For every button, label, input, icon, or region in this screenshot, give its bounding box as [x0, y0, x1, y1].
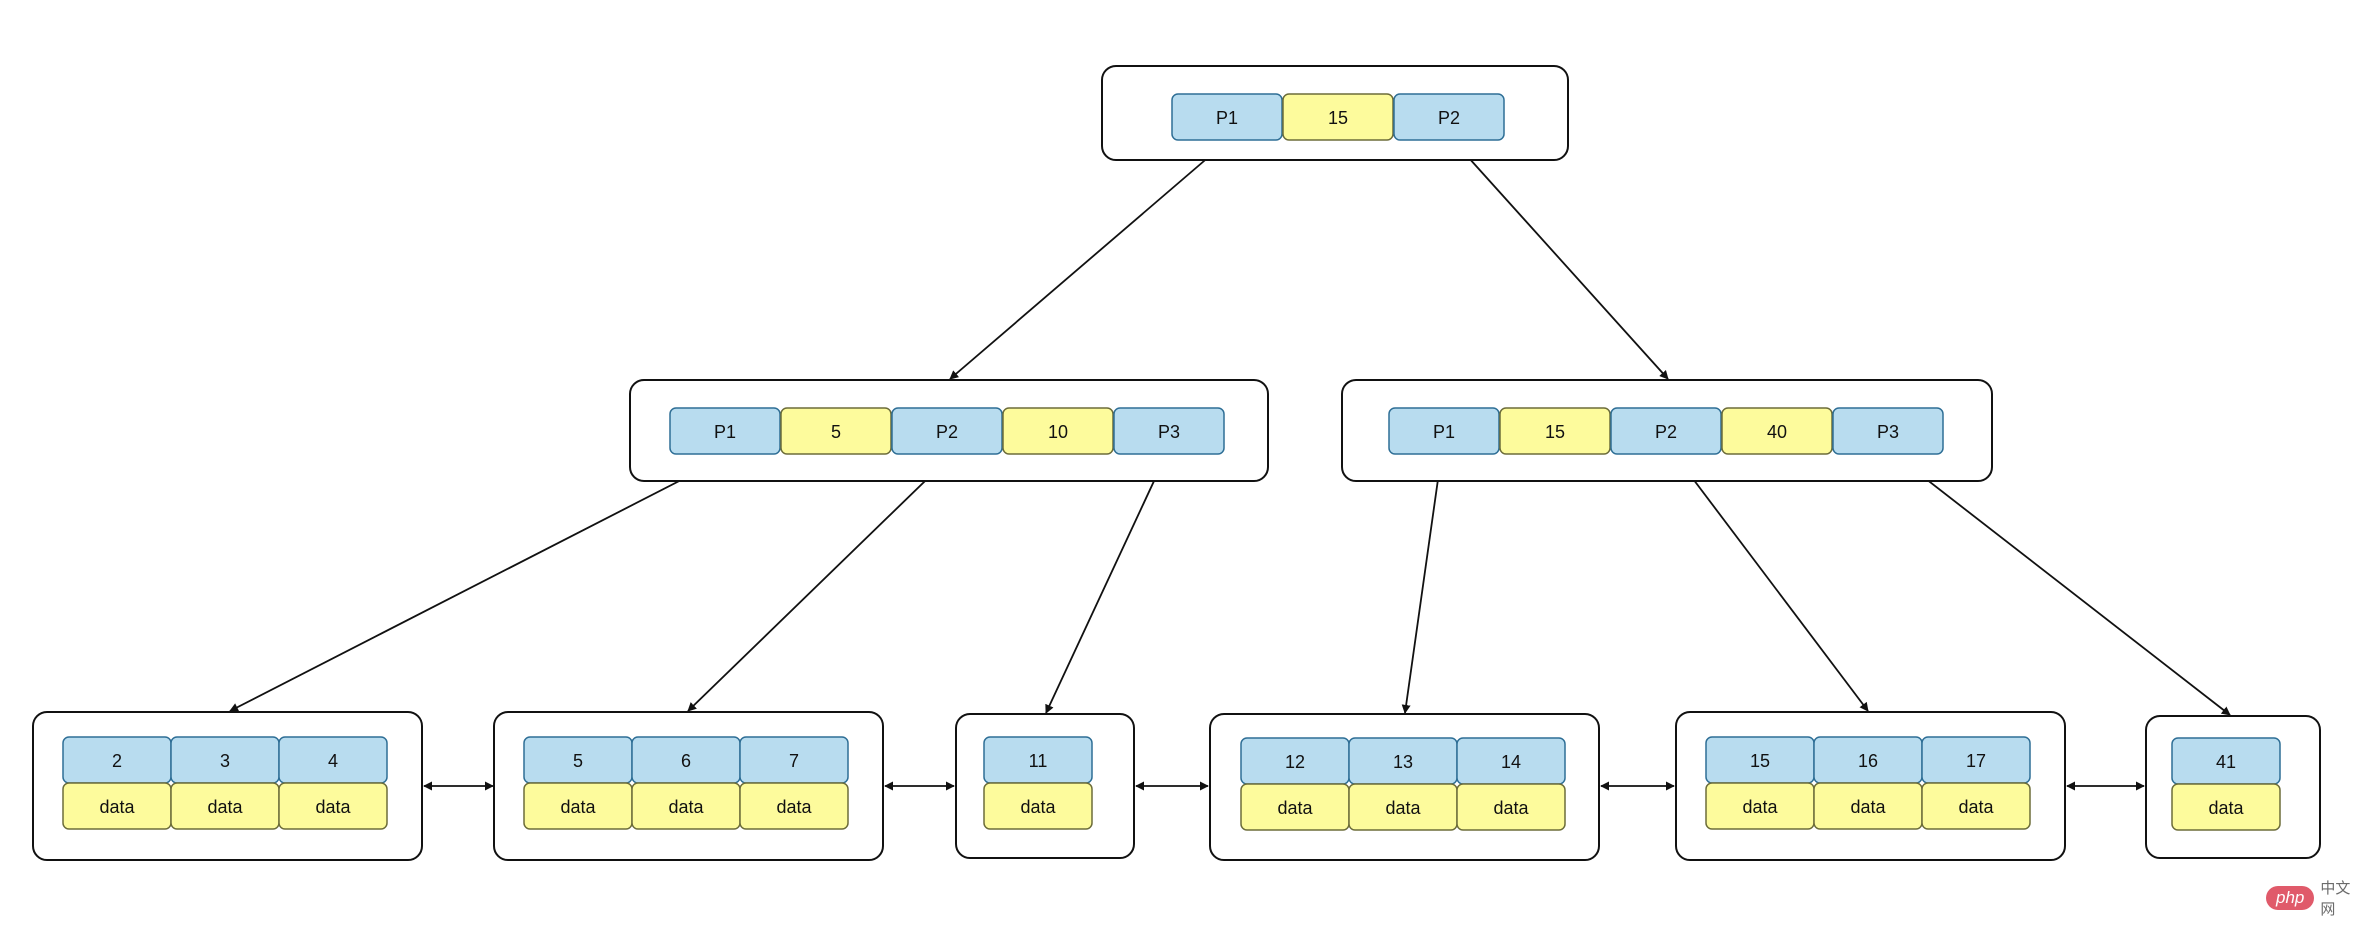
leaf-node: 11 data — [955, 713, 1135, 859]
key-cell — [780, 407, 892, 455]
pointer-arrow — [1889, 450, 2231, 716]
pointer-cell — [1393, 93, 1505, 141]
leaf-key-cell-label: 17 — [1966, 751, 1986, 771]
leaf-key-cell-label: 12 — [1285, 752, 1305, 772]
key-cell-label: 40 — [1767, 422, 1787, 442]
leaf-key-cell-label: 6 — [681, 751, 691, 771]
leaf-node: 41 data — [2145, 715, 2321, 859]
leaf-data-cell-label: data — [1493, 798, 1529, 818]
leaf-data-cell-label: data — [315, 797, 351, 817]
leaf-data-cell-label: data — [207, 797, 243, 817]
key-cell — [1721, 407, 1833, 455]
edges-layer — [229, 136, 2231, 791]
leaf-data-cell-label: data — [1850, 797, 1886, 817]
pointer-arrow — [1449, 136, 1669, 380]
pointer-cell — [1171, 93, 1283, 141]
leaf-data-cell — [739, 782, 849, 830]
leaf-data-cell-label: data — [1020, 797, 1056, 817]
leaf-data-cell-label: data — [776, 797, 812, 817]
leaf-data-cell-label: data — [1742, 797, 1778, 817]
pointer-cell-label: P2 — [1655, 422, 1677, 442]
pointer-arrow — [687, 450, 957, 712]
leaf-node: 12 13 14 data data data — [1209, 713, 1600, 861]
pointer-cell-label: P3 — [1877, 422, 1899, 442]
leaf-key-cell-label: 4 — [328, 751, 338, 771]
leaf-data-cell-label: data — [668, 797, 704, 817]
watermark: php 中文网 — [2266, 879, 2364, 918]
leaf-data-cell-label: data — [1277, 798, 1313, 818]
pointer-cell-label: P1 — [1433, 422, 1455, 442]
leaf-data-cell-label: data — [99, 797, 135, 817]
key-cell — [1499, 407, 1611, 455]
pointer-cell-label: P1 — [1216, 108, 1238, 128]
key-cell — [1282, 93, 1394, 141]
leaf-key-cell-label: 2 — [112, 751, 122, 771]
pointer-cell — [1113, 407, 1225, 455]
pointer-arrow — [949, 136, 1233, 380]
watermark-text: 中文网 — [2320, 879, 2351, 918]
pointer-cell — [669, 407, 781, 455]
leaf-data-cell — [983, 782, 1093, 830]
leaf-data-cell-label: data — [1958, 797, 1994, 817]
leaf-key-cell-label: 16 — [1858, 751, 1878, 771]
leaf-node: 2 3 4 data data data — [32, 711, 423, 861]
pointer-arrow — [229, 453, 733, 712]
pointer-cell — [891, 407, 1003, 455]
leaf-key-cell-label: 11 — [1029, 751, 1048, 771]
leaf-data-cell — [2171, 783, 2281, 831]
pointer-arrow — [1401, 450, 1443, 714]
leaf-key-cell-label: 13 — [1393, 752, 1413, 772]
leaf-data-cell-label: data — [2208, 798, 2244, 818]
pointer-cell-label: P2 — [1438, 108, 1460, 128]
pointer-cell — [1832, 407, 1944, 455]
root-node: P1 15 P2 — [1101, 65, 1569, 161]
pointer-arrow — [1045, 450, 1169, 714]
leaf-data-cell — [1921, 782, 2031, 830]
key-cell-label: 10 — [1048, 422, 1068, 442]
leaf-key-cell-label: 3 — [220, 751, 230, 771]
pointer-cell — [1610, 407, 1722, 455]
pointer-cell-label: P3 — [1158, 422, 1180, 442]
pointer-cell-label: P1 — [714, 422, 736, 442]
key-cell — [1002, 407, 1114, 455]
leaf-data-cell — [278, 782, 388, 830]
key-cell-label: 15 — [1328, 108, 1348, 128]
internal-node-right: P1 15 P2 40 P3 — [1341, 379, 1993, 482]
pointer-cell — [1388, 407, 1500, 455]
leaf-node: 5 6 7 data data data — [493, 711, 884, 861]
leaf-data-cell-label: data — [1385, 798, 1421, 818]
pointer-arrow — [1671, 450, 1869, 712]
pointer-cell-label: P2 — [936, 422, 958, 442]
internal-node-left: P1 5 P2 10 P3 — [629, 379, 1269, 482]
key-cell-label: 5 — [831, 422, 841, 442]
leaf-key-cell-label: 14 — [1501, 752, 1521, 772]
leaf-node: 15 16 17 data data data — [1675, 711, 2066, 861]
leaf-data-cell-label: data — [560, 797, 596, 817]
leaf-key-cell-label: 15 — [1750, 751, 1770, 771]
leaf-data-cell — [1456, 783, 1566, 831]
leaf-key-cell-label: 7 — [789, 751, 799, 771]
watermark-logo: php — [2266, 886, 2315, 910]
key-cell-label: 15 — [1545, 422, 1565, 442]
leaf-key-cell-label: 5 — [573, 751, 583, 771]
leaf-key-cell-label: 41 — [2216, 752, 2236, 772]
